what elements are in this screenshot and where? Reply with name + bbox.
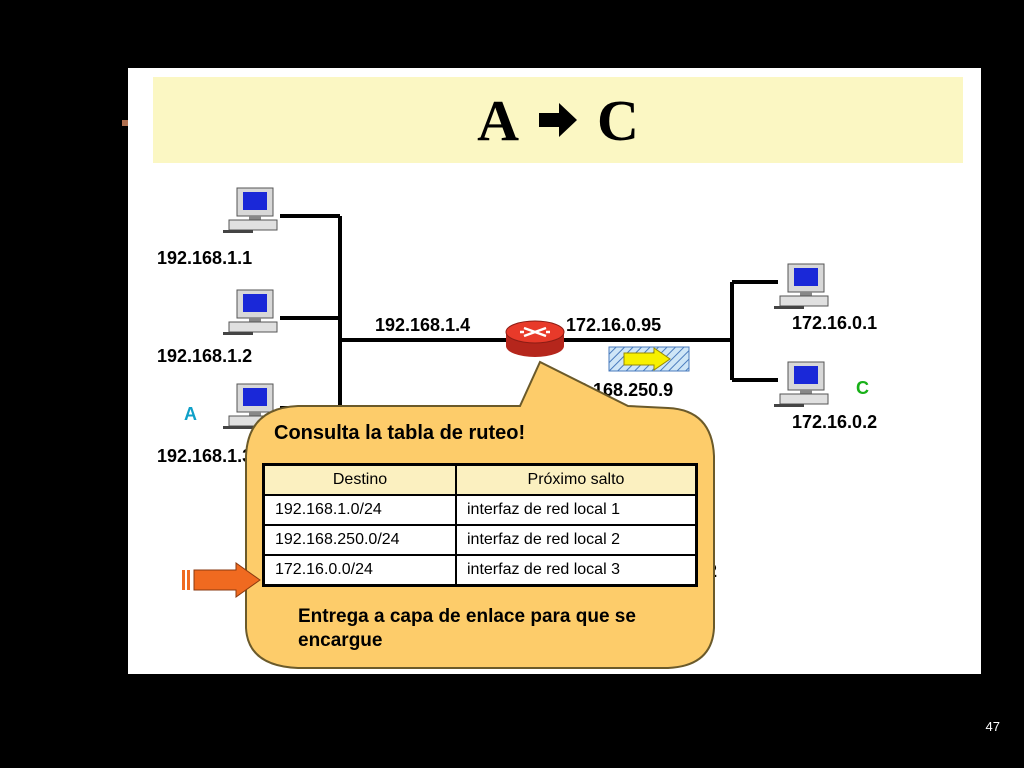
row-pointer-arrow-icon	[180, 562, 262, 603]
column-header-destination: Destino	[262, 463, 457, 496]
host-c2-ip: 172.16.0.2	[792, 412, 878, 432]
host-a2-ip: 192.168.1.2	[157, 346, 253, 366]
table-row-highlighted: 172.16.0.0/24 interfaz de red local 3	[262, 554, 698, 587]
bullet-dot	[122, 120, 128, 126]
column-header-next-hop: Próximo salto	[455, 463, 698, 496]
title-source: A	[477, 87, 519, 153]
route-next-hop: interfaz de red local 3	[455, 554, 698, 587]
computer-icon-host-c1[interactable]	[774, 262, 834, 315]
host-a1-ip: 192.168.1.1	[157, 248, 253, 268]
callout-heading: Consulta la tabla de ruteo!	[274, 422, 526, 444]
network-a-label: A	[184, 404, 197, 424]
data-packet-icon	[608, 346, 690, 377]
host-a3-ip: 192.168.1.3	[157, 446, 253, 466]
right-arrow-icon	[537, 87, 579, 154]
route-destination: 192.168.250.0/24	[262, 524, 457, 556]
router-icon[interactable]	[504, 320, 566, 365]
computer-icon-host-c2[interactable]	[774, 360, 834, 413]
route-next-hop: interfaz de red local 1	[455, 494, 698, 526]
page-number: 47	[985, 719, 1000, 734]
router-right-ip: 172.16.0.95	[566, 315, 662, 335]
computer-icon-host-a3[interactable]	[223, 382, 283, 435]
slide-canvas: A C	[128, 68, 981, 674]
routing-table-header-row: Destino Próximo salto	[262, 463, 698, 496]
computer-icon-host-a2[interactable]	[223, 288, 283, 341]
network-c-label: C	[856, 378, 869, 398]
host-c1-ip: 172.16.0.1	[792, 313, 878, 333]
title-destination: C	[597, 87, 639, 153]
title-bar: A C	[153, 77, 963, 163]
table-row: 192.168.250.0/24 interfaz de red local 2	[262, 524, 698, 556]
table-row: 192.168.1.0/24 interfaz de red local 1	[262, 494, 698, 526]
route-next-hop: interfaz de red local 2	[455, 524, 698, 556]
callout-footer: Entrega a capa de enlace para que se enc…	[298, 606, 636, 651]
route-destination: 172.16.0.0/24	[262, 554, 457, 587]
computer-icon-host-a1[interactable]	[223, 186, 283, 239]
slide-title: A C	[477, 87, 639, 154]
router-left-ip: 192.168.1.4	[375, 315, 471, 335]
routing-table: Destino Próximo salto 192.168.1.0/24 int…	[262, 463, 698, 587]
route-destination: 192.168.1.0/24	[262, 494, 457, 526]
